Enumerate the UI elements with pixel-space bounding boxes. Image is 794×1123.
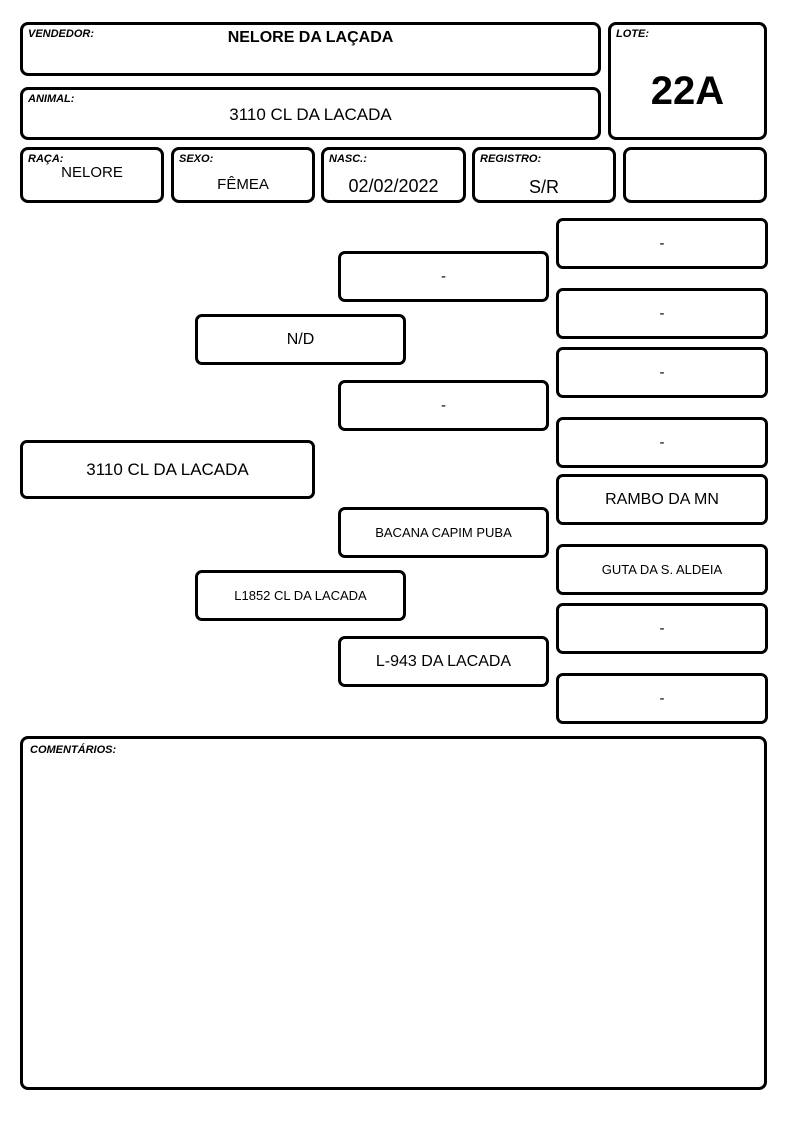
- pedigree-dam-name: L1852 CL DA LACADA: [234, 588, 367, 603]
- pedigree-dam-sire: BACANA CAPIM PUBA: [338, 507, 549, 558]
- pedigree-dam: L1852 CL DA LACADA: [195, 570, 406, 621]
- pedigree-ggp-1-name: -: [659, 235, 665, 252]
- pedigree-ggp-8-name: -: [659, 690, 665, 707]
- pedigree-ggp-4: -: [556, 417, 768, 468]
- pedigree-ggp-4-name: -: [659, 434, 665, 451]
- pedigree-sire-sire: -: [338, 251, 549, 302]
- pedigree-ggp-5-name: RAMBO DA MN: [605, 490, 719, 508]
- nasc-box: NASC.: 02/02/2022: [321, 147, 466, 203]
- sexo-box: SEXO: FÊMEA: [171, 147, 315, 203]
- registro-box: REGISTRO: S/R: [472, 147, 616, 203]
- animal-box: ANIMAL: 3110 CL DA LACADA: [20, 87, 601, 140]
- animal-value: 3110 CL DA LACADA: [229, 105, 392, 124]
- pedigree-ggp-8: -: [556, 673, 768, 724]
- pedigree-dam-sire-name: BACANA CAPIM PUBA: [375, 525, 512, 540]
- pedigree-ggp-7-name: -: [659, 620, 665, 637]
- pedigree-ggp-6: GUTA DA S. ALDEIA: [556, 544, 768, 595]
- registro-label: REGISTRO:: [480, 153, 542, 165]
- pedigree-sire-dam: -: [338, 380, 549, 431]
- raca-value: NELORE: [61, 164, 123, 181]
- sexo-label: SEXO:: [179, 153, 214, 165]
- vendedor-label: VENDEDOR:: [28, 28, 95, 40]
- pedigree-ggp-2-name: -: [659, 305, 665, 322]
- pedigree-dam-dam: L-943 DA LACADA: [338, 636, 549, 687]
- pedigree-dam-dam-name: L-943 DA LACADA: [375, 652, 512, 670]
- raca-label: RAÇA:: [28, 153, 64, 165]
- comments-label: COMENTÁRIOS:: [30, 744, 117, 756]
- lote-value: 22A: [650, 69, 725, 113]
- vendedor-value: NELORE DA LAÇADA: [227, 29, 394, 46]
- pedigree-ggp-7: -: [556, 603, 768, 654]
- nasc-label: NASC.:: [329, 153, 367, 165]
- pedigree-ggp-3-name: -: [659, 364, 665, 381]
- sexo-value: FÊMEA: [217, 176, 269, 193]
- lote-label: LOTE:: [616, 28, 649, 40]
- pedigree-ggp-1: -: [556, 218, 768, 269]
- vendedor-box: VENDEDOR: NELORE DA LAÇADA: [20, 22, 601, 76]
- raca-box: RAÇA: NELORE: [20, 147, 164, 203]
- lote-box: LOTE: 22A: [608, 22, 767, 140]
- comments-box[interactable]: COMENTÁRIOS:: [20, 736, 767, 1090]
- pedigree-animal: 3110 CL DA LACADA: [20, 440, 315, 499]
- animal-label: ANIMAL:: [28, 93, 75, 105]
- empty-info-box: [623, 147, 767, 203]
- pedigree-ggp-3: -: [556, 347, 768, 398]
- pedigree-sire-name: N/D: [286, 330, 315, 348]
- pedigree-ggp-6-name: GUTA DA S. ALDEIA: [601, 562, 723, 577]
- nasc-value: 02/02/2022: [348, 176, 439, 196]
- pedigree-sire-sire-name: -: [441, 268, 446, 285]
- pedigree-ggp-5: RAMBO DA MN: [556, 474, 768, 525]
- pedigree-animal-name: 3110 CL DA LACADA: [86, 459, 249, 479]
- registro-value: S/R: [528, 177, 559, 197]
- pedigree-sire: N/D: [195, 314, 406, 365]
- pedigree-sire-dam-name: -: [441, 397, 446, 414]
- pedigree-ggp-2: -: [556, 288, 768, 339]
